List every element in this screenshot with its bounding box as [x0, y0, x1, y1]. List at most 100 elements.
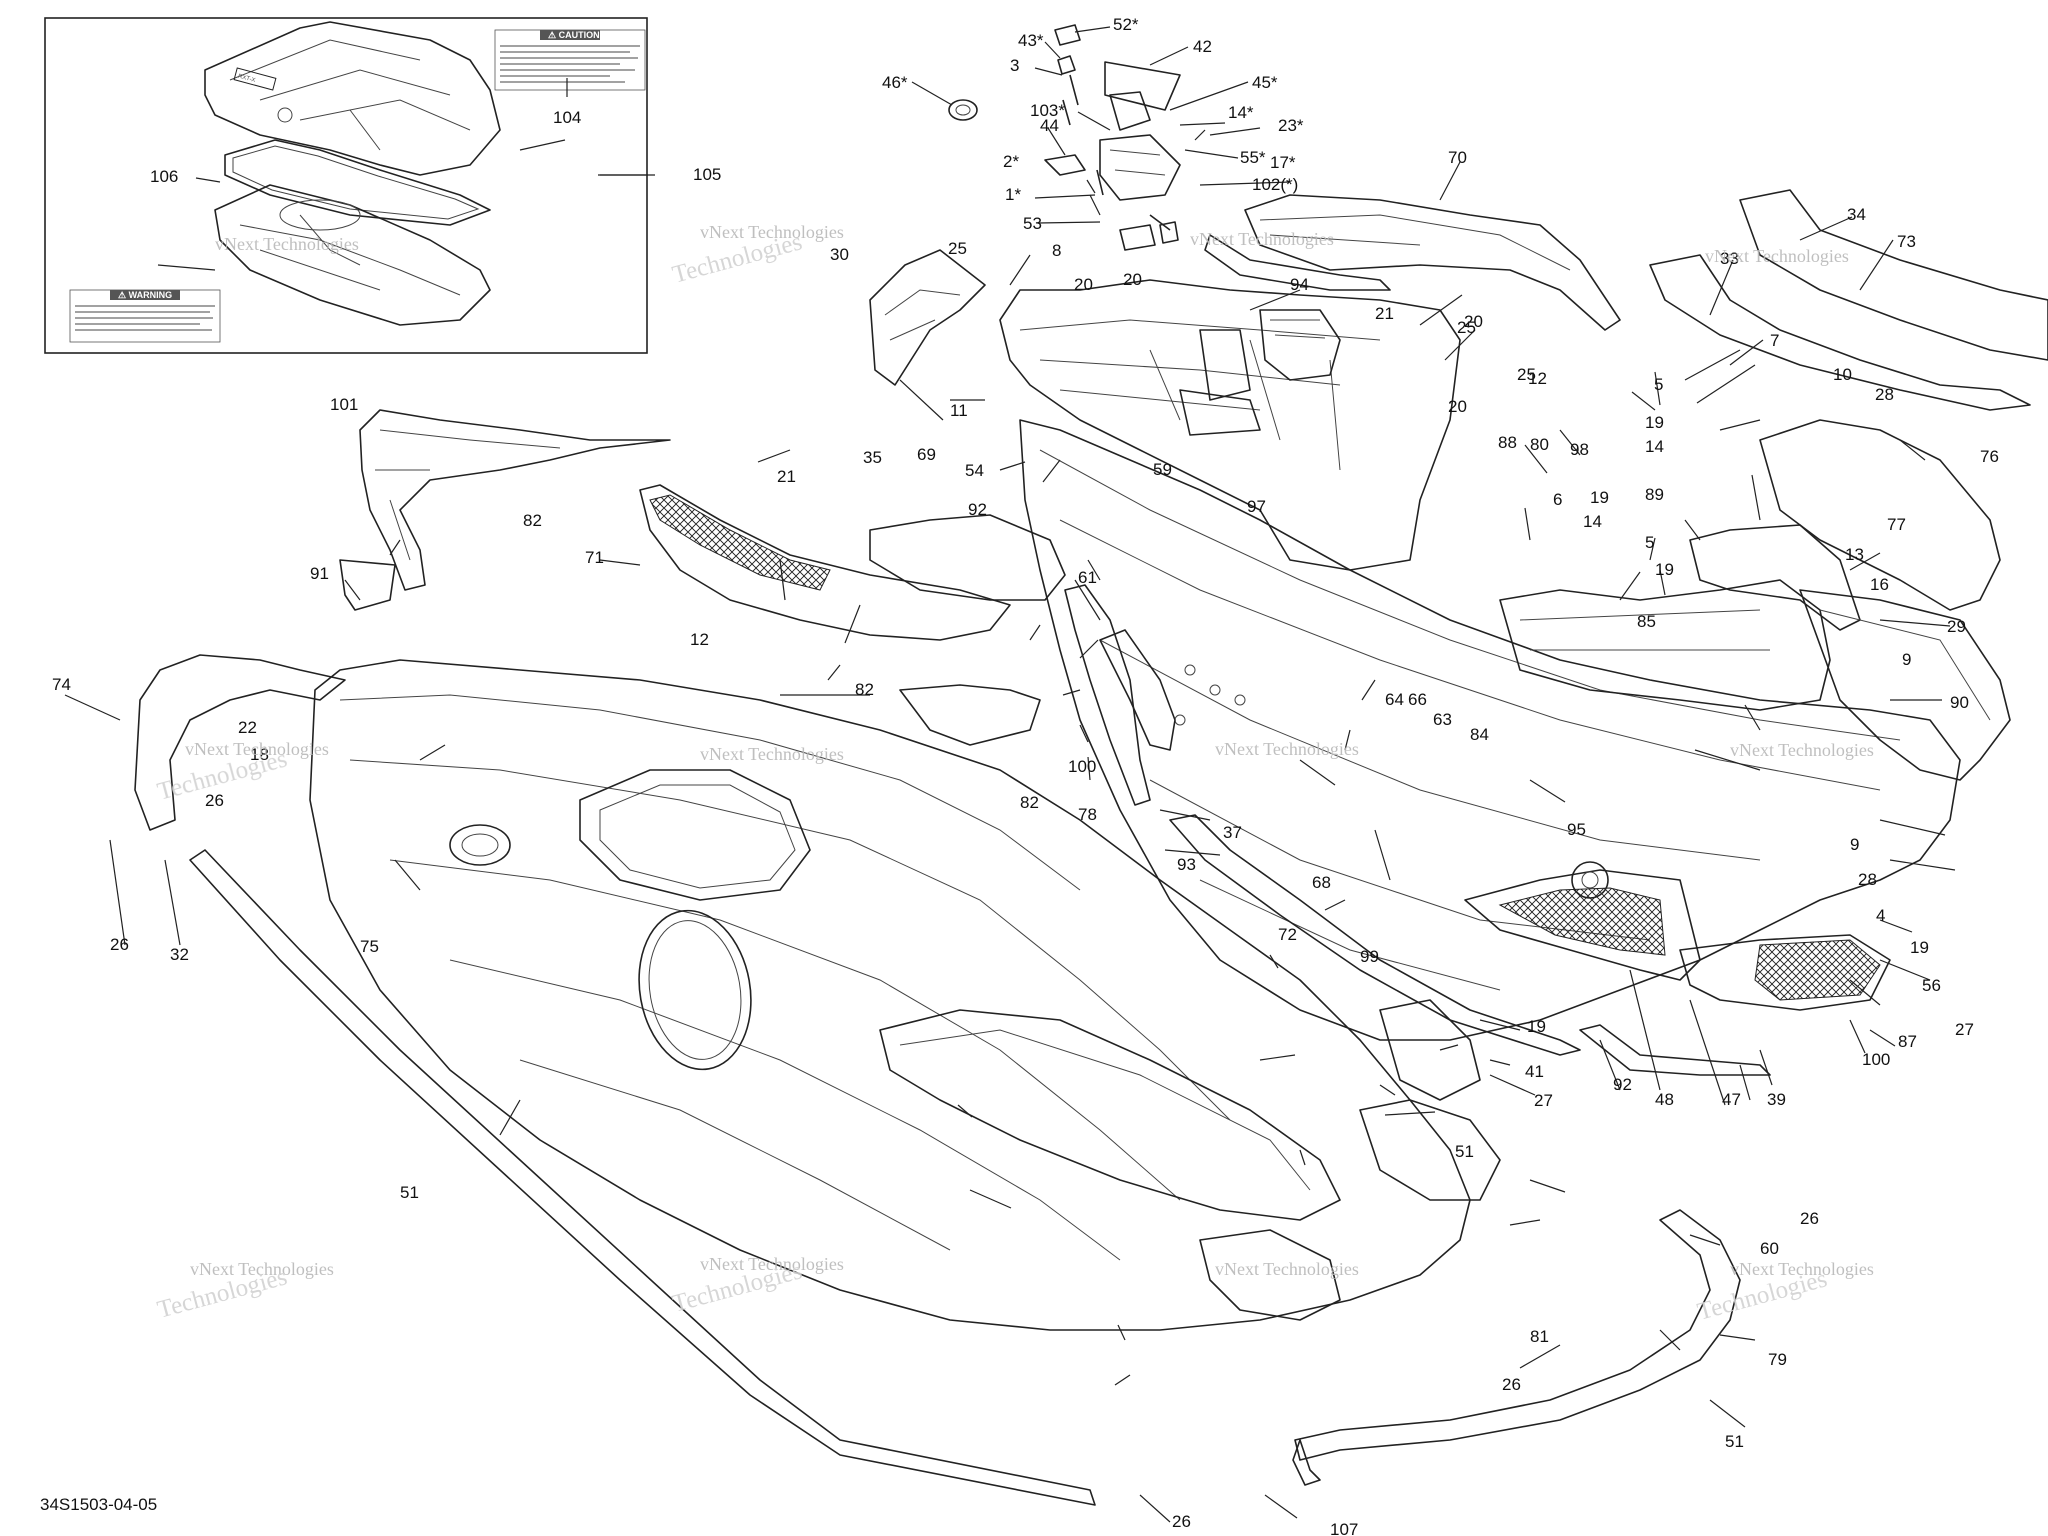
- callout: 25: [948, 239, 967, 258]
- callout: 25: [1517, 365, 1536, 384]
- callout: 53: [1023, 214, 1042, 233]
- callout: 107: [1330, 1520, 1358, 1536]
- callout: 18: [250, 745, 269, 764]
- callout: 103*: [1030, 101, 1065, 120]
- callout: 34: [1847, 205, 1866, 224]
- leader-lines: [64, 26, 1956, 1523]
- hatch-latch-parts: [948, 24, 1206, 251]
- callout: 61: [1078, 568, 1097, 587]
- callout: 98: [1570, 440, 1589, 459]
- callout: 2*: [1003, 152, 1019, 171]
- callout: 70: [1448, 148, 1467, 167]
- callout: 51: [1455, 1142, 1474, 1161]
- callout: 10: [1833, 365, 1852, 384]
- callout: 56: [1922, 976, 1941, 995]
- watermark-text: vNext Technologies: [1215, 739, 1359, 759]
- watermark-text: vNext Technologies: [190, 1259, 334, 1279]
- callout: 25: [1457, 318, 1476, 337]
- bumpers-strips: [134, 654, 1771, 1506]
- callout: 99: [1360, 947, 1379, 966]
- callout: 52*: [1113, 15, 1139, 34]
- lower-hull-part: [309, 659, 1501, 1331]
- side-trim-70: [1204, 194, 1621, 331]
- callout: 106: [150, 167, 178, 186]
- callout: 13: [1845, 545, 1864, 564]
- callout: 19: [1527, 1017, 1546, 1036]
- callout: 26: [1502, 1375, 1521, 1394]
- callout: 78: [1078, 805, 1097, 824]
- callout: 51: [1725, 1432, 1744, 1451]
- callout: 100: [1068, 757, 1096, 776]
- callout-labels: 52* 43* 42 3 46* 45* 103* 44 14* 23* 55*…: [52, 15, 1999, 1536]
- callout: 14: [1583, 512, 1602, 531]
- inset-logo: RXT-X: [237, 74, 256, 84]
- callout: 17*: [1270, 153, 1296, 172]
- callout: 60: [1760, 1239, 1779, 1258]
- callout: 77: [1887, 515, 1906, 534]
- callout: 27: [1534, 1091, 1553, 1110]
- callout: 20: [1074, 275, 1093, 294]
- glove-box-part: [869, 249, 986, 386]
- callout: 19: [1645, 413, 1664, 432]
- front-grille-part: [1464, 861, 1891, 1011]
- callout: 82: [523, 511, 542, 530]
- callout: 26: [110, 935, 129, 954]
- warning-label: ⚠ WARNING: [118, 290, 172, 300]
- callout: 84: [1470, 725, 1489, 744]
- caution-label: ⚠ CAUTION: [548, 30, 600, 40]
- callout: 5: [1645, 533, 1654, 552]
- callout: 47: [1722, 1090, 1741, 1109]
- upper-deck-part: [999, 279, 1461, 571]
- callout: 14*: [1228, 103, 1254, 122]
- callout: 94: [1290, 275, 1309, 294]
- callout: 105: [693, 165, 721, 184]
- callout: 81: [1530, 1327, 1549, 1346]
- rear-deck-part: [1499, 189, 2048, 781]
- callout: 82: [855, 680, 874, 699]
- callout: 64: [1385, 690, 1404, 709]
- callout: 87: [1898, 1032, 1917, 1051]
- callout: 104: [553, 108, 581, 127]
- callout: 7: [1770, 331, 1779, 350]
- callout: 89: [1645, 485, 1664, 504]
- callout: 39: [1767, 1090, 1786, 1109]
- watermark-text: vNext Technologies: [1730, 1259, 1874, 1279]
- callout: 46*: [882, 73, 908, 92]
- callout: 42: [1193, 37, 1212, 56]
- callout: 91: [310, 564, 329, 583]
- callout: 54: [965, 461, 984, 480]
- callout: 6: [1553, 490, 1562, 509]
- callout: 68: [1312, 873, 1331, 892]
- callout: 72: [1278, 925, 1297, 944]
- callout: 51: [400, 1183, 419, 1202]
- callout: 95: [1567, 820, 1586, 839]
- callout: 30: [830, 245, 849, 264]
- callout: 93: [1177, 855, 1196, 874]
- callout: 16: [1870, 575, 1889, 594]
- callout: 82: [1020, 793, 1039, 812]
- callout: 28: [1875, 385, 1894, 404]
- watermark-text: vNext Technologies: [700, 222, 844, 242]
- callout: 21: [1375, 304, 1394, 323]
- callout: 12: [690, 630, 709, 649]
- callout: 32: [170, 945, 189, 964]
- callout: 23*: [1278, 116, 1304, 135]
- watermarks: vNext Technologies Technologies vNext Te…: [155, 222, 1874, 1326]
- left-side-panels: [339, 409, 1176, 806]
- callout: 20: [1448, 397, 1467, 416]
- callout: 45*: [1252, 73, 1278, 92]
- watermark-text: vNext Technologies: [215, 234, 359, 254]
- callout: 97: [1247, 497, 1266, 516]
- callout: 75: [360, 937, 379, 956]
- watermark-text: vNext Technologies: [185, 739, 329, 759]
- callout: 41: [1525, 1062, 1544, 1081]
- callout: 92: [1613, 1075, 1632, 1094]
- watermark-text: vNext Technologies: [1215, 1259, 1359, 1279]
- callout: 12: [1528, 369, 1547, 388]
- callout: 9: [1850, 835, 1859, 854]
- watermark-text: vNext Technologies: [1705, 246, 1849, 266]
- callout: 5: [1654, 375, 1663, 394]
- callout: 102(*): [1252, 175, 1298, 194]
- watermark-text: vNext Technologies: [700, 744, 844, 764]
- engine-cover-inset: RXT-X ⚠ CAUTION ⚠ WARNING: [44, 17, 648, 354]
